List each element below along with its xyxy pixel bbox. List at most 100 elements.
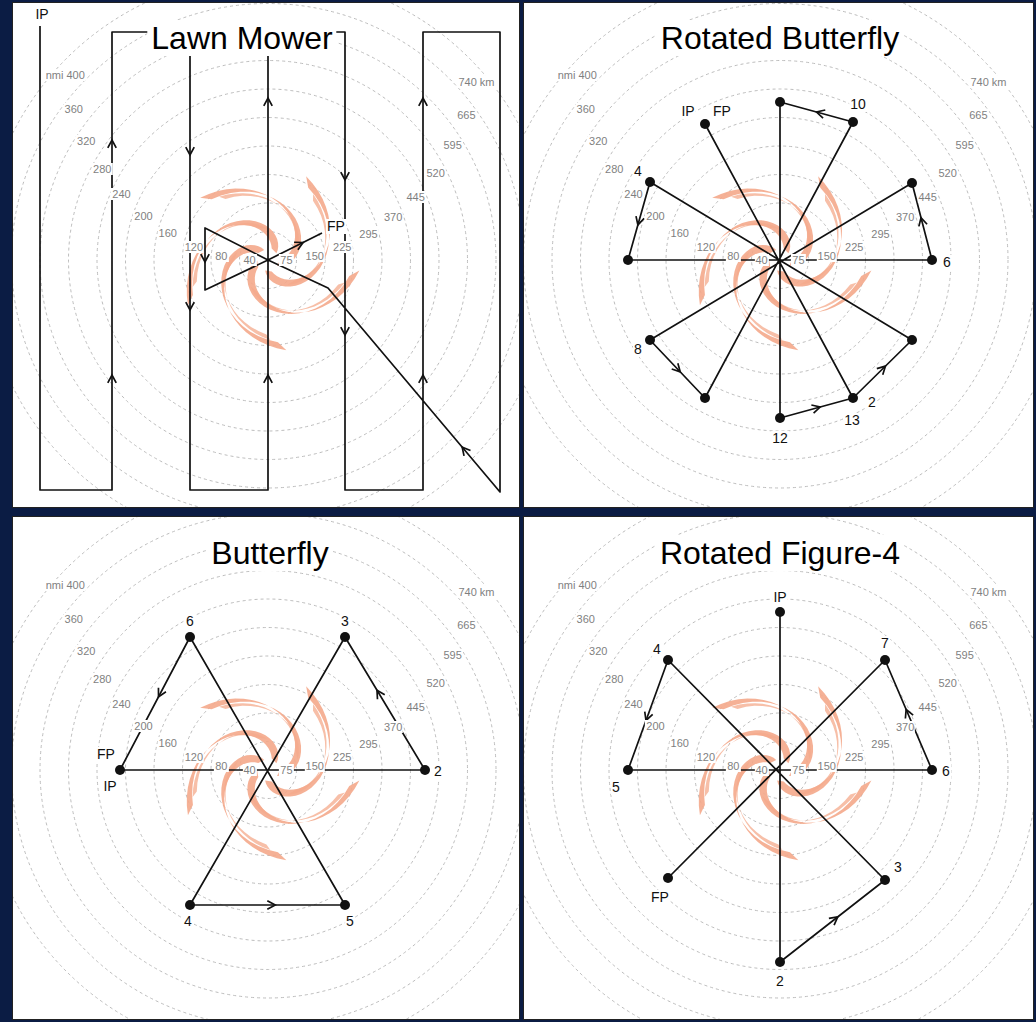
range-ring: [523, 2, 1034, 508]
label-holder: 360: [576, 99, 596, 117]
direction-arrow: [462, 447, 470, 456]
waypoint-dot: [115, 765, 125, 775]
title-holder: Rotated Butterfly: [657, 20, 903, 56]
direction-arrow: [377, 690, 385, 699]
label-holder: IP: [680, 102, 695, 120]
range-label: nmi 400: [45, 69, 86, 81]
label-holder: 6: [942, 253, 952, 271]
range-ring: [552, 32, 1008, 488]
label-holder: 360: [64, 99, 84, 117]
range-label: 200: [645, 210, 665, 222]
waypoint-dot: [775, 97, 785, 107]
panel-title: Rotated Figure-4: [656, 535, 904, 571]
label-holder: 280: [604, 669, 624, 687]
hurricane-band: [193, 223, 267, 287]
label-holder: 520: [425, 163, 445, 181]
range-label: 40: [754, 764, 768, 776]
direction-arrow: [267, 901, 275, 909]
label-holder: 10: [849, 95, 867, 113]
waypoint-label: 6: [942, 255, 952, 270]
label-holder: 75: [279, 250, 293, 268]
label-holder: 295: [870, 734, 890, 752]
range-label: 445: [917, 191, 937, 203]
label-holder: 75: [279, 760, 293, 778]
range-label: 150: [305, 250, 325, 262]
waypoint-label: 5: [611, 780, 621, 795]
waypoint-dot: [848, 393, 858, 403]
range-label: 595: [954, 649, 974, 661]
waypoint-dot: [848, 117, 858, 127]
panel-ground: [523, 516, 1034, 1020]
range-label: 160: [158, 227, 178, 239]
direction-arrow: [817, 110, 826, 118]
label-holder: 445: [405, 187, 425, 205]
pattern-panel: Rotated Butterfly40801201602002402803203…: [523, 2, 1034, 508]
direction-arrow: [341, 327, 349, 335]
waypoint-label: 3: [893, 860, 903, 875]
label-holder: 200: [645, 206, 665, 224]
waypoint-label: FP: [650, 890, 670, 905]
label-holder: 240: [111, 694, 131, 712]
label-holder: 40: [754, 250, 768, 268]
range-ring: [12, 516, 520, 1020]
waypoint-label: 10: [849, 97, 867, 112]
range-label: 120: [184, 241, 204, 253]
range-label: 40: [754, 254, 768, 266]
panel-ground: [12, 516, 520, 1020]
range-ring: [12, 516, 520, 1020]
label-holder: 2: [433, 762, 443, 780]
range-label: nmi 400: [45, 579, 86, 591]
range-ring: [97, 599, 439, 941]
waypoint-label: FP: [712, 104, 732, 119]
range-label: 80: [726, 760, 740, 772]
waypoint-label: IP: [102, 779, 117, 794]
range-label: 295: [870, 228, 890, 240]
label-holder: 665: [968, 105, 988, 123]
label-holder: 2: [775, 972, 785, 990]
hurricane-band: [247, 771, 359, 824]
label-holder: 370: [383, 207, 403, 225]
range-label: 240: [111, 188, 131, 200]
label-holder: 370: [895, 207, 915, 225]
label-holder: 150: [305, 756, 325, 774]
label-holder: IP: [102, 777, 117, 795]
waypoint-dot: [927, 255, 937, 265]
label-holder: 80: [726, 246, 740, 264]
waypoint-dot: [340, 900, 350, 910]
label-holder: 120: [696, 747, 716, 765]
range-ring: [581, 571, 980, 970]
label-holder: FP: [650, 888, 670, 906]
range-label: 80: [214, 760, 228, 772]
waypoint-label: 8: [633, 342, 643, 357]
range-label: 665: [968, 619, 988, 631]
pattern-panel: Lawn Mower4080120160200240280320360nmi 4…: [12, 2, 520, 508]
waypoint-label: FP: [326, 219, 346, 234]
panel-title: Lawn Mower: [147, 20, 336, 56]
hurricane-band: [712, 698, 813, 776]
range-ring: [12, 2, 520, 508]
hurricane-band: [731, 193, 811, 249]
direction-arrow: [419, 375, 427, 383]
waypoint-label: 5: [345, 914, 355, 929]
range-label: 160: [670, 737, 690, 749]
direction-arrow: [636, 216, 644, 225]
waypoint-dot: [907, 178, 917, 188]
range-label: 295: [358, 228, 378, 240]
range-label: 240: [623, 188, 643, 200]
range-ring: [524, 516, 1035, 1020]
range-label: 120: [696, 751, 716, 763]
waypoint-dot: [880, 655, 890, 665]
label-holder: 5: [611, 778, 621, 796]
hurricane-band: [712, 188, 813, 266]
label-holder: 445: [917, 697, 937, 715]
waypoint-dot: [623, 255, 633, 265]
direction-arrow: [108, 375, 116, 383]
range-label: 75: [279, 764, 293, 776]
range-ring: [12, 4, 520, 509]
flight-track: [120, 637, 425, 905]
waypoint-label: IP: [34, 7, 49, 22]
hurricane-band: [705, 733, 779, 797]
flight-track: [628, 102, 932, 418]
range-label: 320: [588, 645, 608, 657]
